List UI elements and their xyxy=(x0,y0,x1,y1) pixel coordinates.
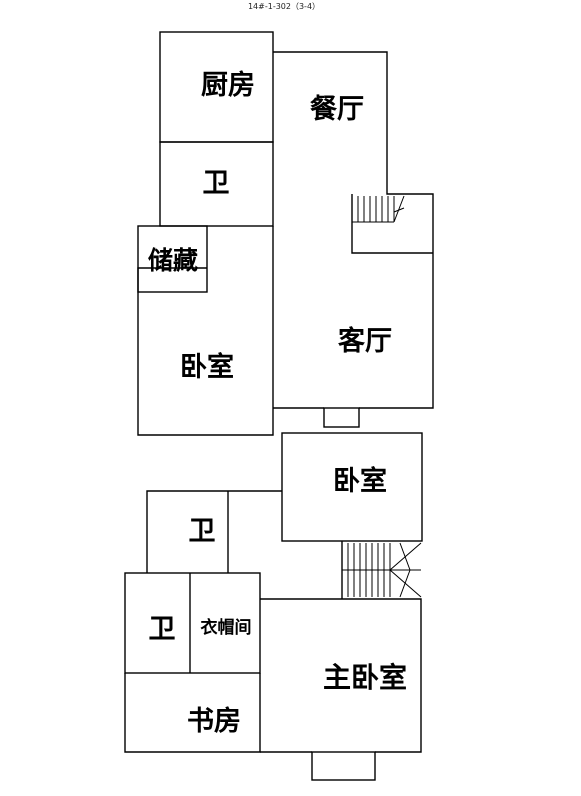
staircase-lower xyxy=(342,542,422,598)
bedroom-lower-room xyxy=(281,432,423,542)
study-room xyxy=(124,673,261,753)
bedroom-upper-label: 卧室 xyxy=(180,351,234,383)
bath-room-upper xyxy=(159,141,274,227)
bath-cloak-block xyxy=(124,572,261,674)
plan-title: 14#-1-302（3-4） xyxy=(248,2,320,11)
bedroom-lower-label: 卧室 xyxy=(333,465,387,497)
study-label: 书房 xyxy=(187,706,241,737)
bath-lower-outline xyxy=(146,490,282,573)
dining-label: 餐厅 xyxy=(310,94,364,125)
master-bedroom-label: 主卧室 xyxy=(323,661,407,694)
lower-floor: 卧室 卫 卫 衣帽间 主卧室 书房 xyxy=(124,432,423,781)
kitchen-label: 厨房 xyxy=(201,70,255,101)
balcony-lower xyxy=(311,751,376,781)
balcony-upper xyxy=(323,407,360,428)
storage-label: 储藏 xyxy=(148,246,198,275)
stair-upper-enclosure xyxy=(351,194,433,254)
cloakroom-label: 衣帽间 xyxy=(201,617,252,638)
storage-room xyxy=(137,225,208,293)
living-label: 客厅 xyxy=(338,325,392,357)
staircase-upper xyxy=(352,195,405,223)
bedroom-wall xyxy=(137,226,274,436)
bath-upper-label: 卫 xyxy=(203,168,230,199)
bath-lower-top-label: 卫 xyxy=(189,516,216,547)
dining-living-wall xyxy=(273,51,434,409)
master-wall xyxy=(342,598,422,753)
bath-lower-bottom-label: 卫 xyxy=(149,614,176,645)
upper-floor: 厨房 餐厅 卫 储藏 卧室 客厅 xyxy=(137,31,434,436)
